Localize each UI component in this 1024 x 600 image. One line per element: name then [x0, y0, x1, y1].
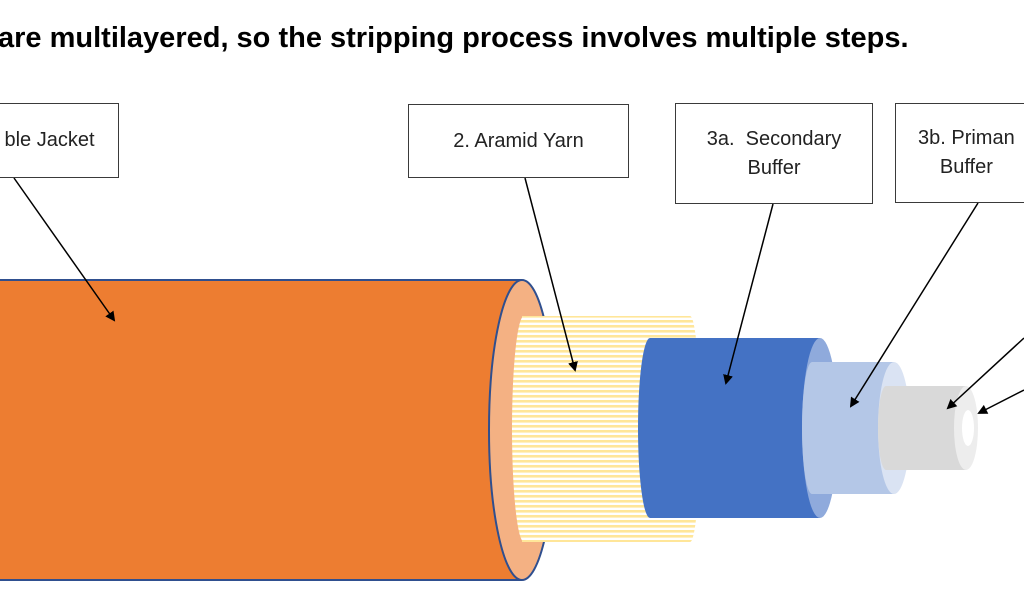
coating-arrow	[946, 337, 1024, 410]
label-primary-buffer: 3b. Priman Buffer	[895, 103, 1024, 203]
diagram-title: are multilayered, so the stripping proce…	[0, 22, 909, 54]
pointer-arrows	[13, 177, 1024, 414]
fiber-arrow	[977, 389, 1024, 414]
label-secondary-buffer: 3a. Secondary Buffer	[675, 103, 873, 204]
secondary-buffer-arrow	[723, 203, 774, 385]
primary-buffer-arrow	[849, 202, 979, 408]
aramid-arrow	[524, 177, 578, 372]
cable-jacket	[0, 279, 556, 581]
label-cable-jacket: ble Jacket	[0, 103, 119, 178]
jacket-arrow	[13, 177, 116, 322]
fiber-coating	[878, 386, 978, 470]
label-aramid-yarn: 2. Aramid Yarn	[408, 104, 629, 178]
